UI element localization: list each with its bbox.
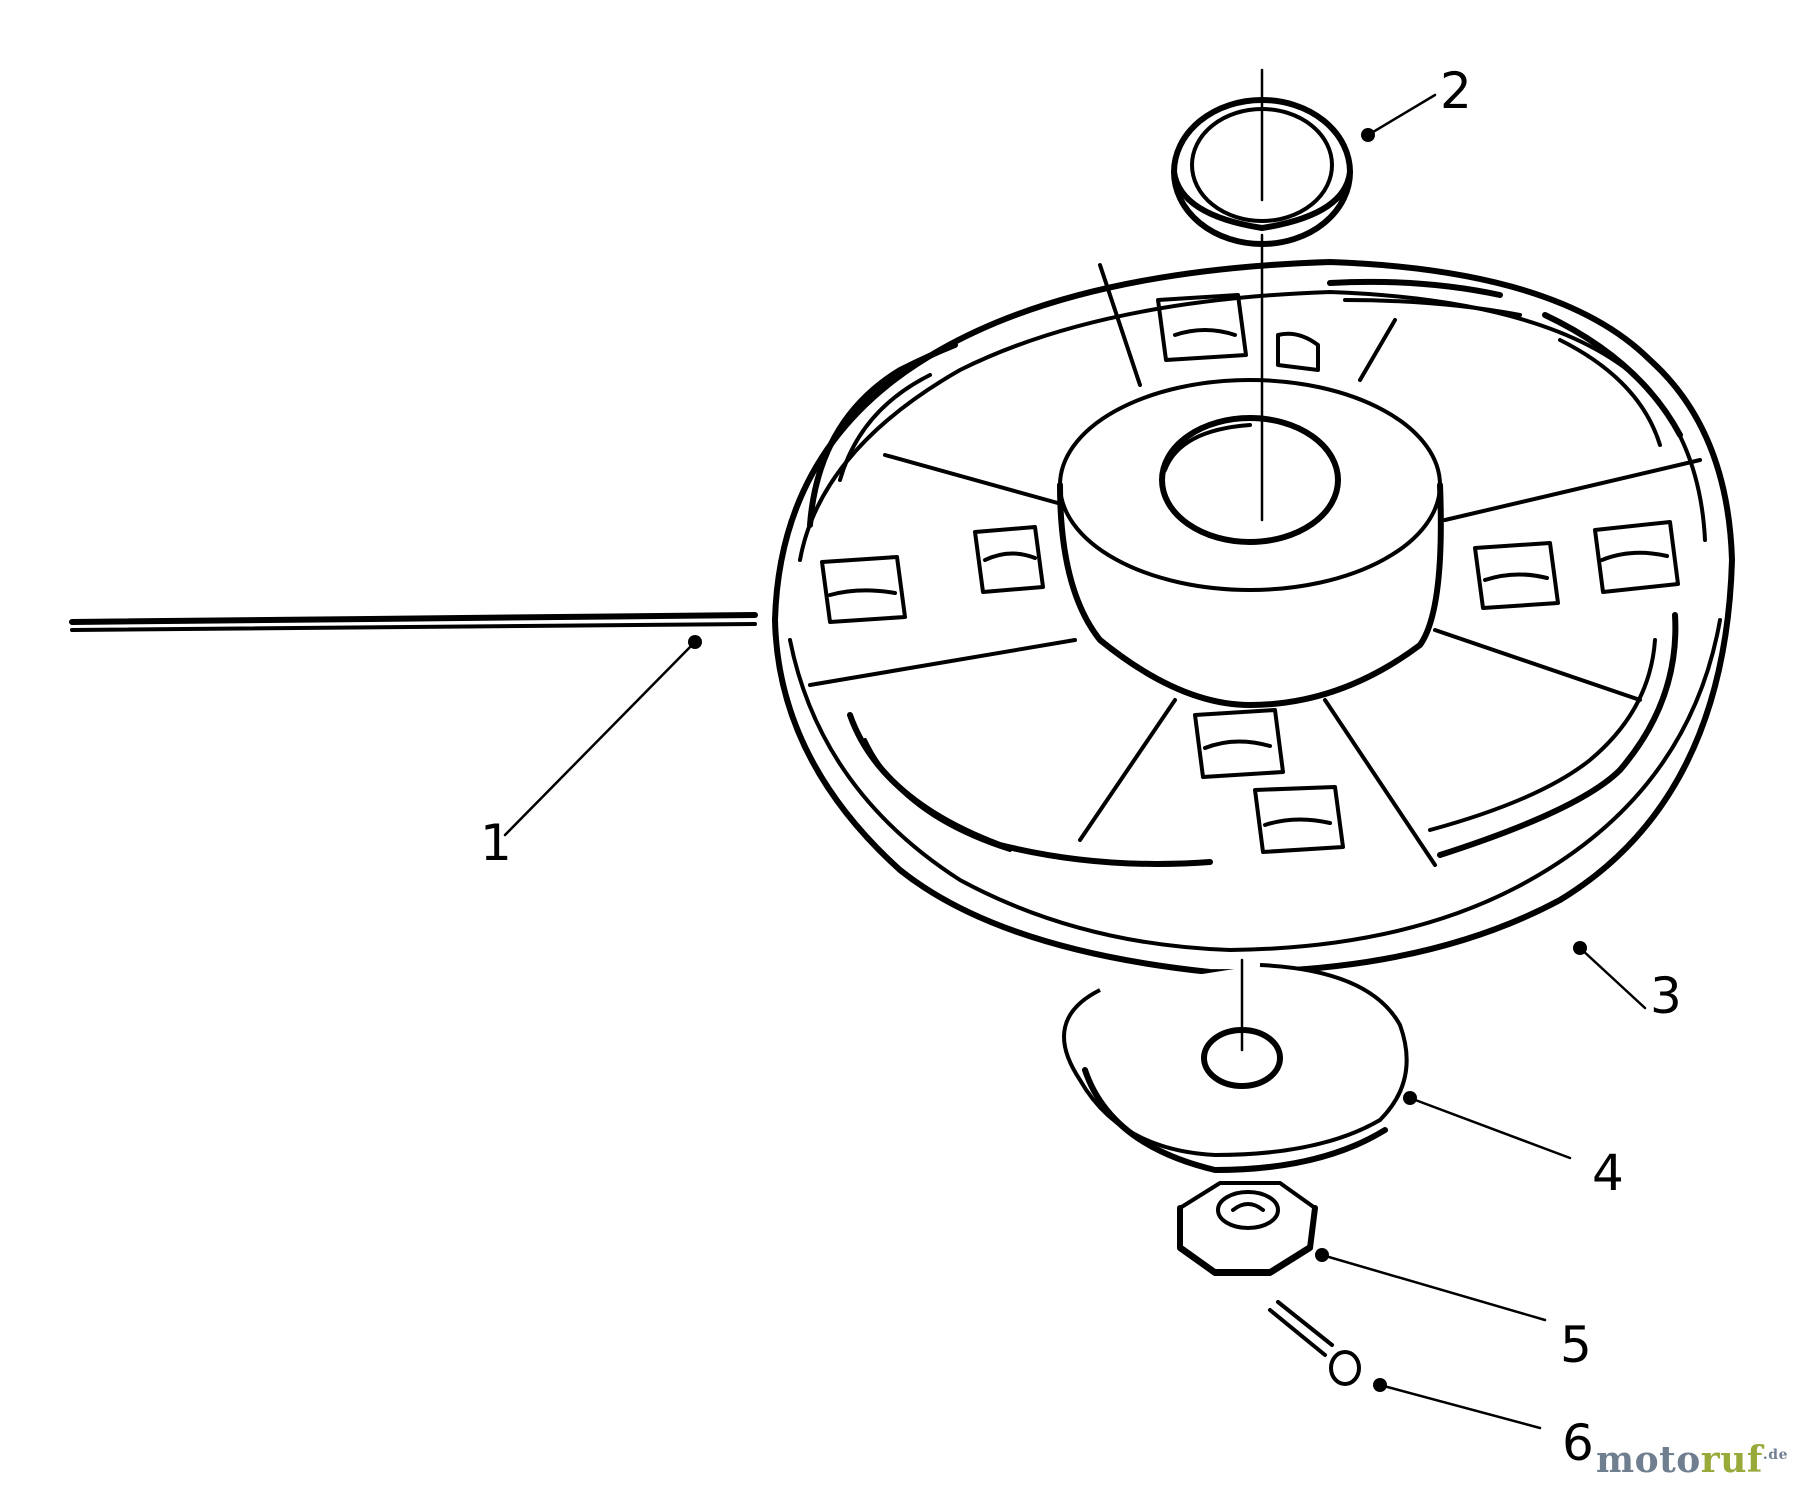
watermark-part-c: .de: [1762, 1447, 1788, 1463]
callout-2: 2: [1440, 62, 1472, 120]
callout-5: 5: [1560, 1316, 1592, 1374]
part-6-cotter-pin: [1268, 1300, 1361, 1386]
callout-3: 3: [1650, 967, 1682, 1025]
watermark-part-a: moto: [1596, 1439, 1701, 1481]
watermark-logo: motoruf.de: [1596, 1439, 1788, 1481]
callout-1: 1: [480, 814, 512, 872]
watermark-part-b: ruf: [1700, 1439, 1763, 1481]
callout-4: 4: [1592, 1144, 1624, 1202]
hub-holes: [820, 293, 1680, 854]
leader-lines: [503, 93, 1647, 1430]
part-3-hub: [772, 259, 1735, 976]
part-1-rod: [69, 612, 758, 632]
part-5-nut: [1177, 1181, 1318, 1276]
callout-6: 6: [1562, 1414, 1594, 1472]
part-4-washer: [1062, 963, 1409, 1173]
